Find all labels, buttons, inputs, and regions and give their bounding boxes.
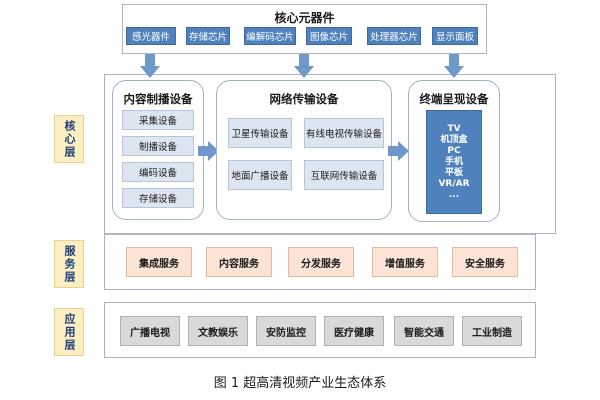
cell-terrestrial-broadcast: 地面广播设备: [228, 160, 292, 190]
chip-photosensor: 感光器件: [126, 27, 176, 45]
service-value-added: 增值服务: [372, 247, 438, 277]
layer-label-application: 应用层: [54, 308, 84, 356]
terminal-item-more: ...: [448, 189, 460, 200]
app-medical-health: 医疗健康: [324, 316, 384, 346]
terminal-item-pc: PC: [447, 145, 461, 156]
arrow-down-icon: [294, 54, 314, 78]
chip-processor: 处理器芯片: [367, 27, 421, 45]
cell-cable-tv-transmission: 有线电视传输设备: [304, 118, 384, 148]
figure-caption: 图 1 超高清视频产业生态体系: [213, 376, 387, 391]
arrow-down-icon: [140, 54, 160, 78]
arrow-right-icon: [388, 141, 409, 161]
chip-image: 图像芯片: [306, 27, 352, 45]
layer-label-service: 服务层: [54, 240, 84, 288]
service-security: 安全服务: [452, 247, 518, 277]
app-security-surveillance: 安防监控: [256, 316, 316, 346]
network-transmission-title: 网络传输设备: [269, 92, 339, 106]
service-content: 内容服务: [206, 247, 272, 277]
service-distribution: 分发服务: [288, 247, 354, 277]
cell-broadcast-production-device: 制播设备: [122, 136, 194, 156]
arrow-down-icon: [444, 54, 464, 78]
cell-internet-transmission: 互联网传输设备: [304, 160, 384, 190]
cell-satellite-transmission: 卫星传输设备: [228, 118, 292, 148]
cell-storage-device: 存储设备: [122, 188, 194, 208]
terminal-presentation-title: 终端呈现设备: [419, 92, 489, 106]
terminal-item-set-top-box: 机顶盒: [440, 134, 468, 145]
cell-encoding-device: 编码设备: [122, 162, 194, 182]
terminal-device-list: TV 机顶盒 PC 手机 平板 VR/AR ...: [426, 110, 482, 214]
service-integration: 集成服务: [126, 247, 192, 277]
app-culture-education-entertainment: 文教娱乐: [188, 316, 248, 346]
arrow-right-icon: [198, 141, 219, 161]
core-components-box: 核心元器件: [122, 4, 487, 54]
terminal-item-tablet: 平板: [444, 167, 463, 178]
core-components-title: 核心元器件: [274, 11, 335, 25]
app-industrial-manufacturing: 工业制造: [462, 316, 522, 346]
chip-storage: 存储芯片: [186, 27, 230, 45]
cell-capture-device: 采集设备: [122, 110, 194, 130]
network-transmission-panel: 网络传输设备: [216, 80, 392, 220]
app-broadcast-tv: 广播电视: [120, 316, 180, 346]
content-production-title: 内容制播设备: [123, 92, 193, 106]
layer-label-core: 核心层: [54, 115, 84, 163]
terminal-item-phone: 手机: [444, 156, 463, 167]
terminal-item-tv: TV: [447, 123, 461, 134]
chip-display-panel: 显示面板: [432, 27, 478, 45]
chip-codec: 编解码芯片: [244, 27, 296, 45]
app-intelligent-transportation: 智能交通: [394, 316, 454, 346]
terminal-item-vr-ar: VR/AR: [438, 178, 470, 189]
